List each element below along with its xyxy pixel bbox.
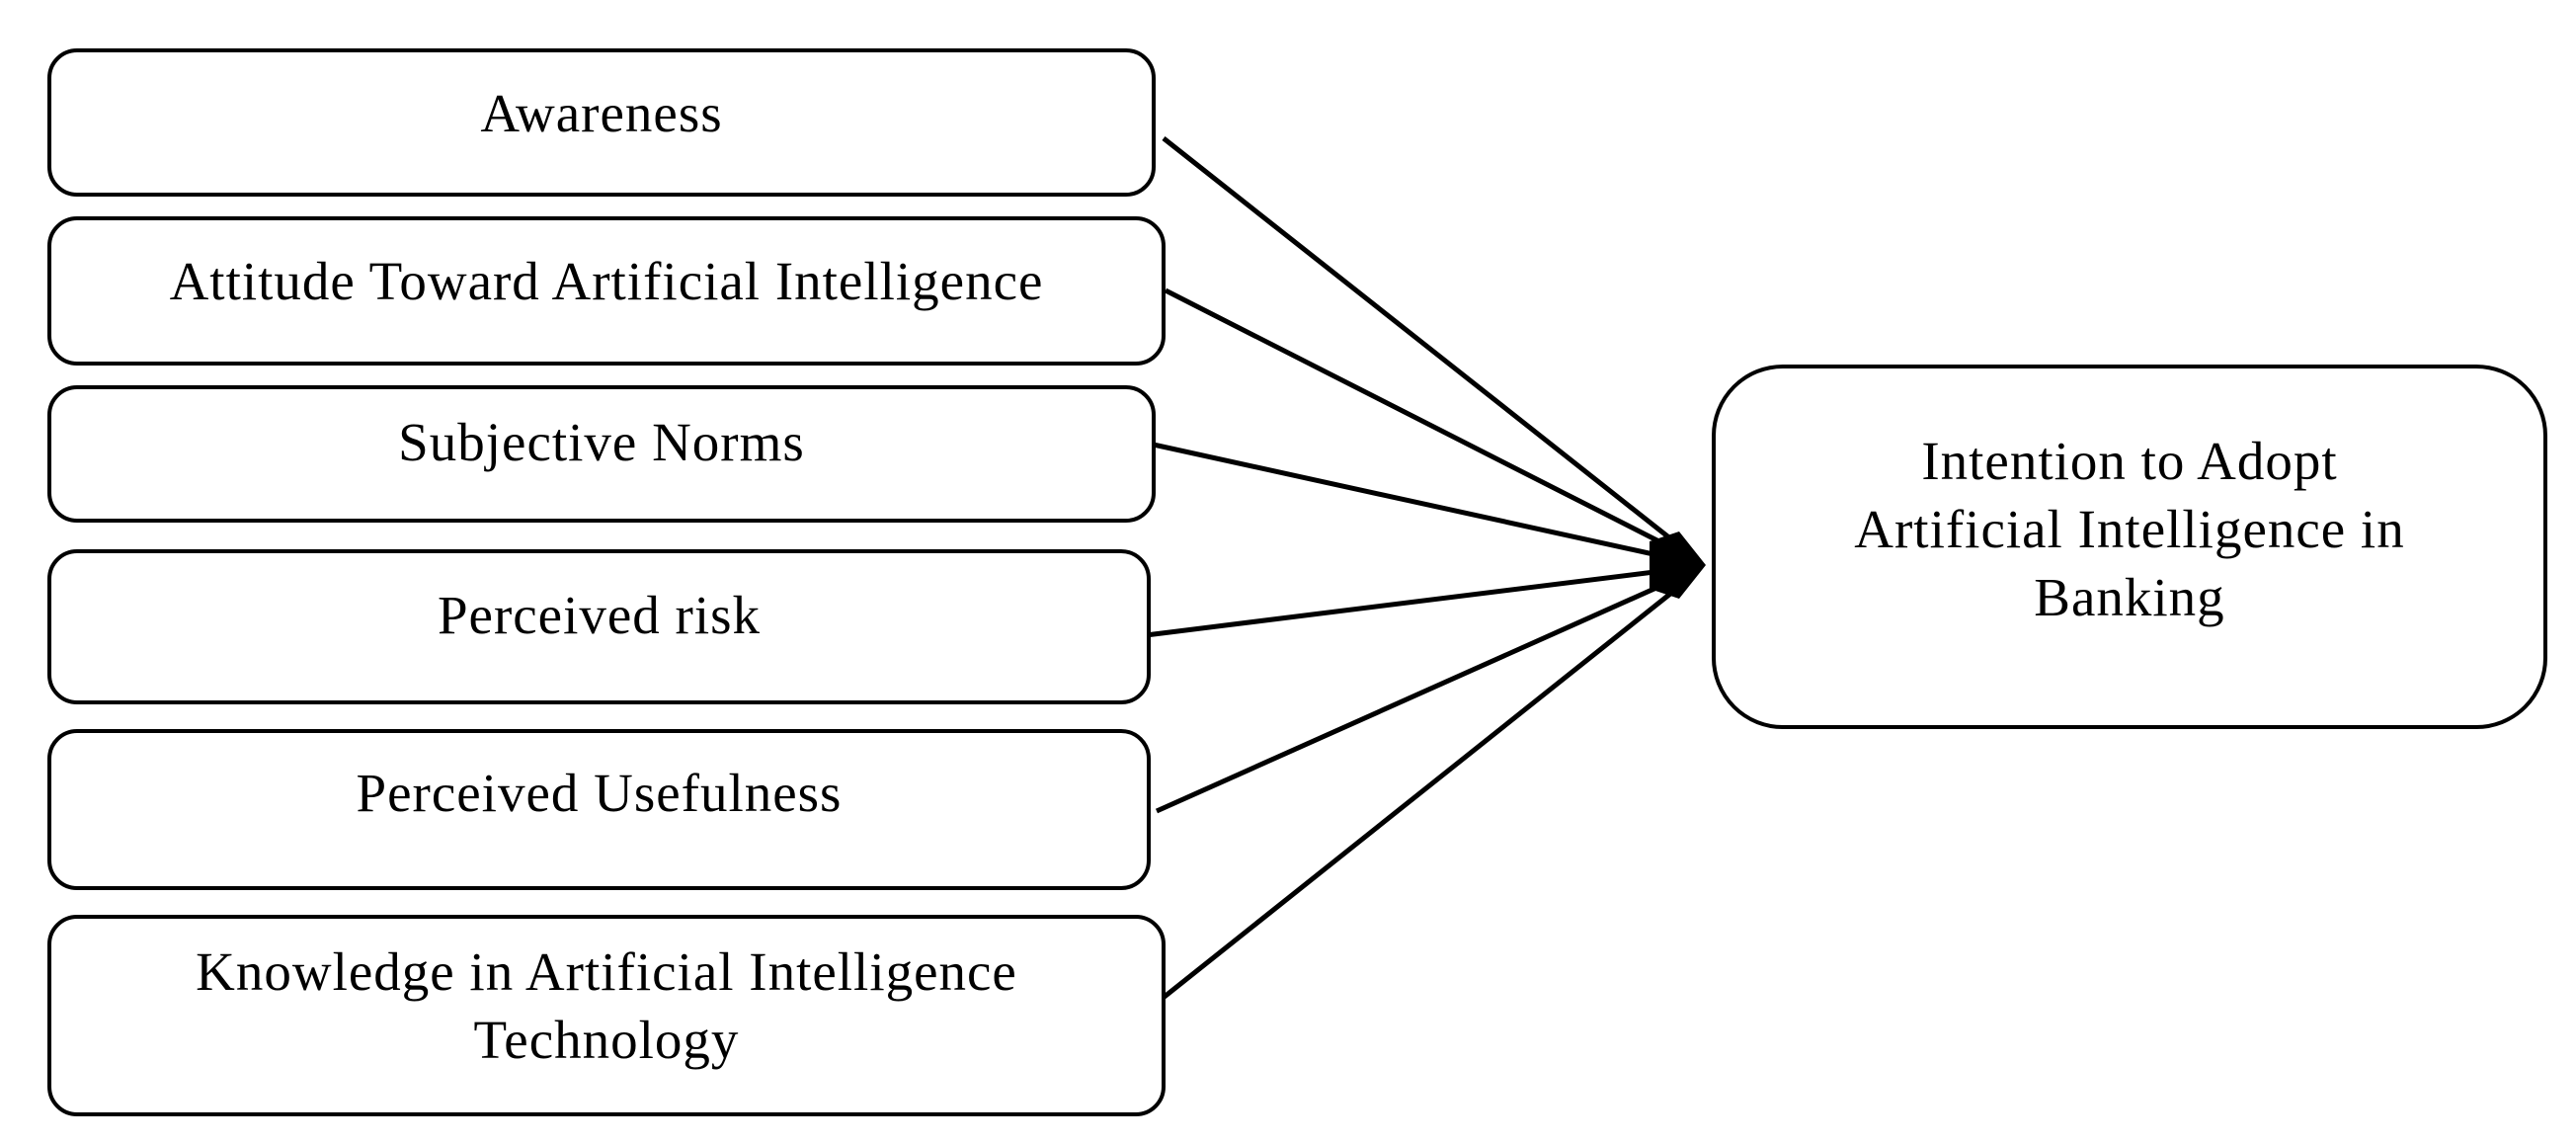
arrow-attitude xyxy=(1164,287,1696,562)
arrow-awareness xyxy=(1162,136,1696,559)
factor-subjective-norms: Subjective Norms xyxy=(47,385,1156,523)
factor-awareness: Awareness xyxy=(47,48,1156,197)
factor-perceived-usefulness-label: Perceived Usefulness xyxy=(356,763,843,824)
factor-knowledge: Knowledge in Artificial Intelligence Tec… xyxy=(47,915,1166,1116)
factor-subjective-norms-label: Subjective Norms xyxy=(398,412,805,473)
factor-knowledge-label: Knowledge in Artificial Intelligence Tec… xyxy=(196,941,1017,1070)
arrow-perceived-risk xyxy=(1145,564,1695,638)
arrow-subjective-norms xyxy=(1148,441,1695,566)
factor-attitude-label: Attitude Toward Artificial Intelligence xyxy=(169,251,1044,312)
arrow-knowledge xyxy=(1154,573,1696,1006)
factor-attitude: Attitude Toward Artificial Intelligence xyxy=(47,216,1166,366)
outcome-intention-label: Intention to Adopt Artificial Intelligen… xyxy=(1854,431,2405,627)
outcome-intention: Intention to Adopt Artificial Intelligen… xyxy=(1712,365,2547,729)
factor-perceived-usefulness: Perceived Usefulness xyxy=(47,729,1151,890)
factor-perceived-risk: Perceived risk xyxy=(47,549,1151,704)
arrowhead xyxy=(1650,531,1706,599)
arrow-perceived-usefulness xyxy=(1155,568,1696,814)
factor-awareness-label: Awareness xyxy=(480,82,723,143)
factor-perceived-risk-label: Perceived risk xyxy=(437,585,762,646)
